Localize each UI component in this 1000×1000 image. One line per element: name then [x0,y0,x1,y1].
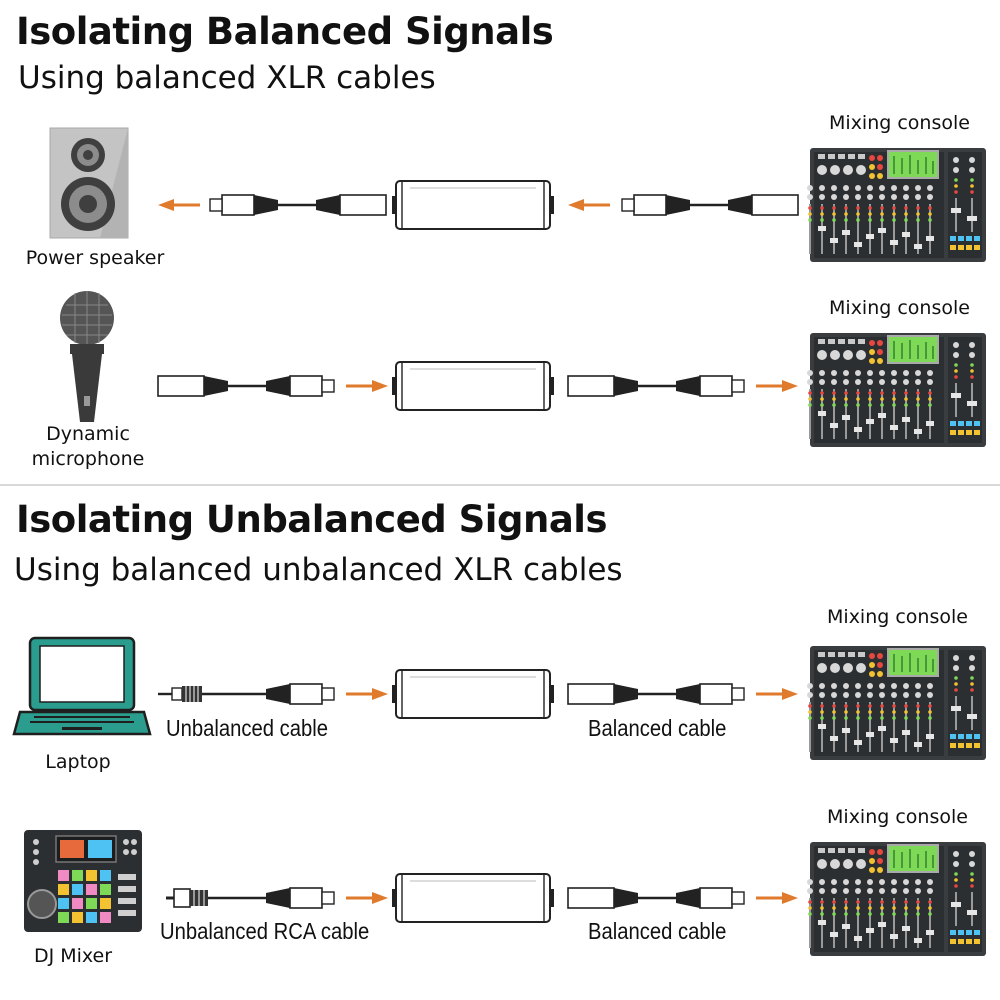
destination-label-1: Mixing console [829,112,970,134]
cable-label-balanced-2: Balanced cable [588,918,727,944]
laptop-icon [12,636,152,736]
source-label-dynamic-microphone: Dynamic microphone [31,423,145,470]
destination-label-2: Mixing console [829,297,970,319]
isolator-box-icon [391,873,555,923]
jack-cable-icon [158,683,335,705]
source-label-dj-mixer: DJ Mixer [33,945,113,967]
xlr-cable-icon [566,682,746,706]
microphone-icon [60,291,114,422]
mixing-console-icon [807,148,986,262]
isolator-box-icon [391,669,555,719]
section-divider [0,484,1000,486]
isolator-box-icon [391,361,555,411]
destination-label-4: Mixing console [827,806,968,828]
arrow-icon [566,197,612,213]
mixing-console-icon [807,333,986,447]
arrow-icon [344,378,390,394]
speaker-icon [49,127,129,239]
destination-label-3: Mixing console [827,606,968,628]
balanced-section-title: Isolating Balanced Signals [16,10,554,53]
unbalanced-section-title: Isolating Unbalanced Signals [16,498,608,541]
cable-label-unbalanced: Unbalanced cable [166,715,329,741]
cable-label-unbalanced-rca: Unbalanced RCA cable [160,918,370,944]
arrow-icon [344,890,390,906]
mixing-console-icon [807,842,986,956]
source-label-power-speaker: Power speaker [25,247,165,269]
balanced-section-subtitle: Using balanced XLR cables [18,60,436,96]
xlr-cable-icon [566,374,746,398]
arrow-icon [754,890,800,906]
dj-mixer-icon [24,830,142,932]
mixing-console-icon [807,646,986,760]
source-label-laptop: Laptop [45,751,111,773]
arrow-icon [754,378,800,394]
arrow-icon [156,197,202,213]
arrow-icon [754,686,800,702]
rca-cable-icon [166,887,335,909]
xlr-cable-icon [566,886,746,910]
unbalanced-section-subtitle: Using balanced unbalanced XLR cables [14,552,623,588]
arrow-icon [344,686,390,702]
isolator-box-icon [391,180,555,230]
cable-label-balanced-1: Balanced cable [588,715,727,741]
xlr-cable-icon [620,193,800,217]
xlr-cable-icon [156,374,336,398]
xlr-cable-icon [208,193,388,217]
